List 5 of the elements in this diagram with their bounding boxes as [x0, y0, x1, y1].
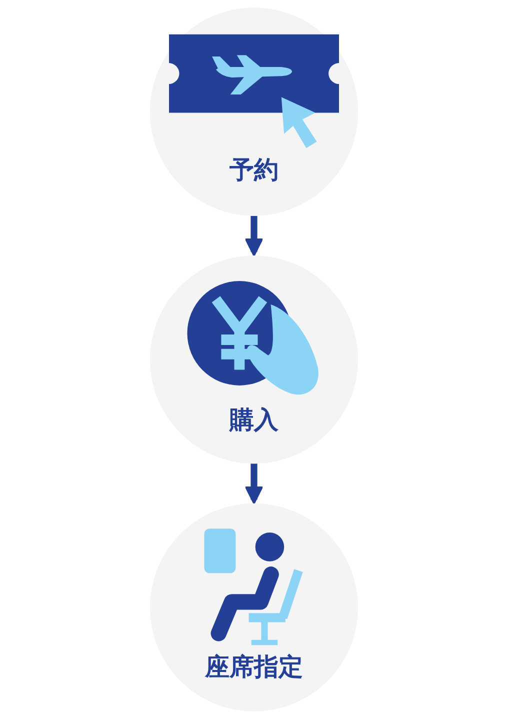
step-label: 予約 [229, 156, 278, 185]
arrow [244, 216, 264, 256]
step-label: 座席指定 [204, 653, 304, 682]
step-label: 購入 [229, 406, 279, 435]
arrow [244, 464, 264, 504]
